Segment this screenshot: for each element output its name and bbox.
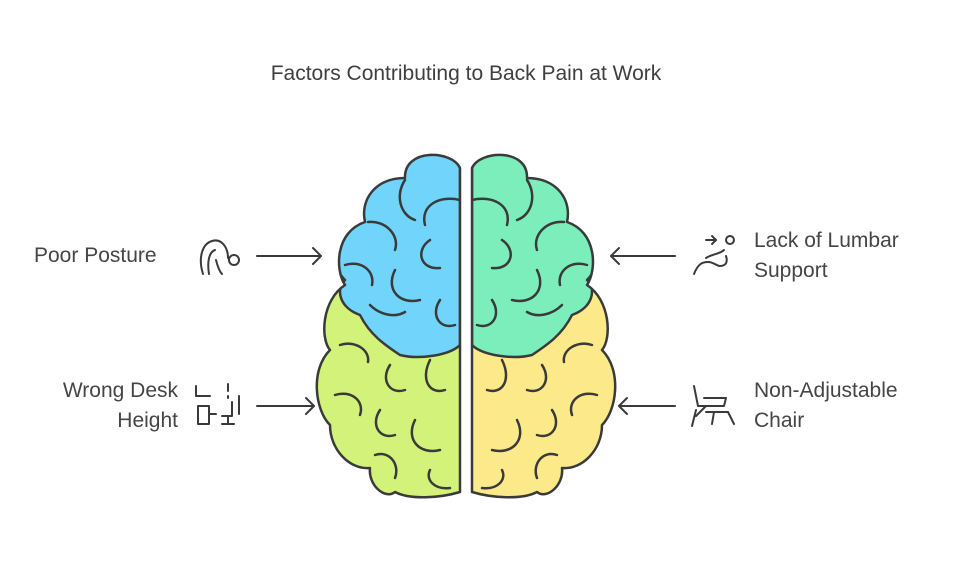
label-poor-posture: Poor Posture — [34, 241, 157, 271]
desk-height-icon — [195, 383, 240, 425]
arrow-poor-posture — [256, 247, 322, 265]
label-lack-of-lumbar-support: Lack of Lumbar Support — [754, 226, 899, 286]
reclined-person-icon — [693, 235, 735, 275]
arrow-lack-of-lumbar-support — [610, 247, 676, 265]
arrow-wrong-desk-height — [256, 397, 315, 415]
chair-icon — [691, 385, 735, 427]
label-wrong-desk-height-line1: Wrong Desk — [62, 379, 178, 402]
brain-right-hemisphere — [470, 153, 617, 499]
label-wrong-desk-height: Wrong Desk Height — [63, 376, 178, 436]
label-non-adjustable-chair-line1: Non-Adjustable — [754, 379, 898, 402]
arrow-non-adjustable-chair — [618, 397, 676, 415]
label-lack-of-lumbar-support-line1: Lack of Lumbar — [754, 229, 899, 252]
label-non-adjustable-chair: Non-Adjustable Chair — [754, 376, 898, 436]
label-lack-of-lumbar-support-line2: Support — [754, 259, 828, 282]
label-poor-posture-text: Poor Posture — [34, 244, 157, 267]
bending-person-icon — [199, 239, 240, 275]
brain-left-hemisphere — [315, 153, 462, 499]
arrows — [256, 247, 676, 415]
label-wrong-desk-height-line2: Height — [117, 409, 178, 432]
label-non-adjustable-chair-line2: Chair — [754, 409, 805, 432]
diagram-title: Factors Contributing to Back Pain at Wor… — [270, 62, 662, 85]
